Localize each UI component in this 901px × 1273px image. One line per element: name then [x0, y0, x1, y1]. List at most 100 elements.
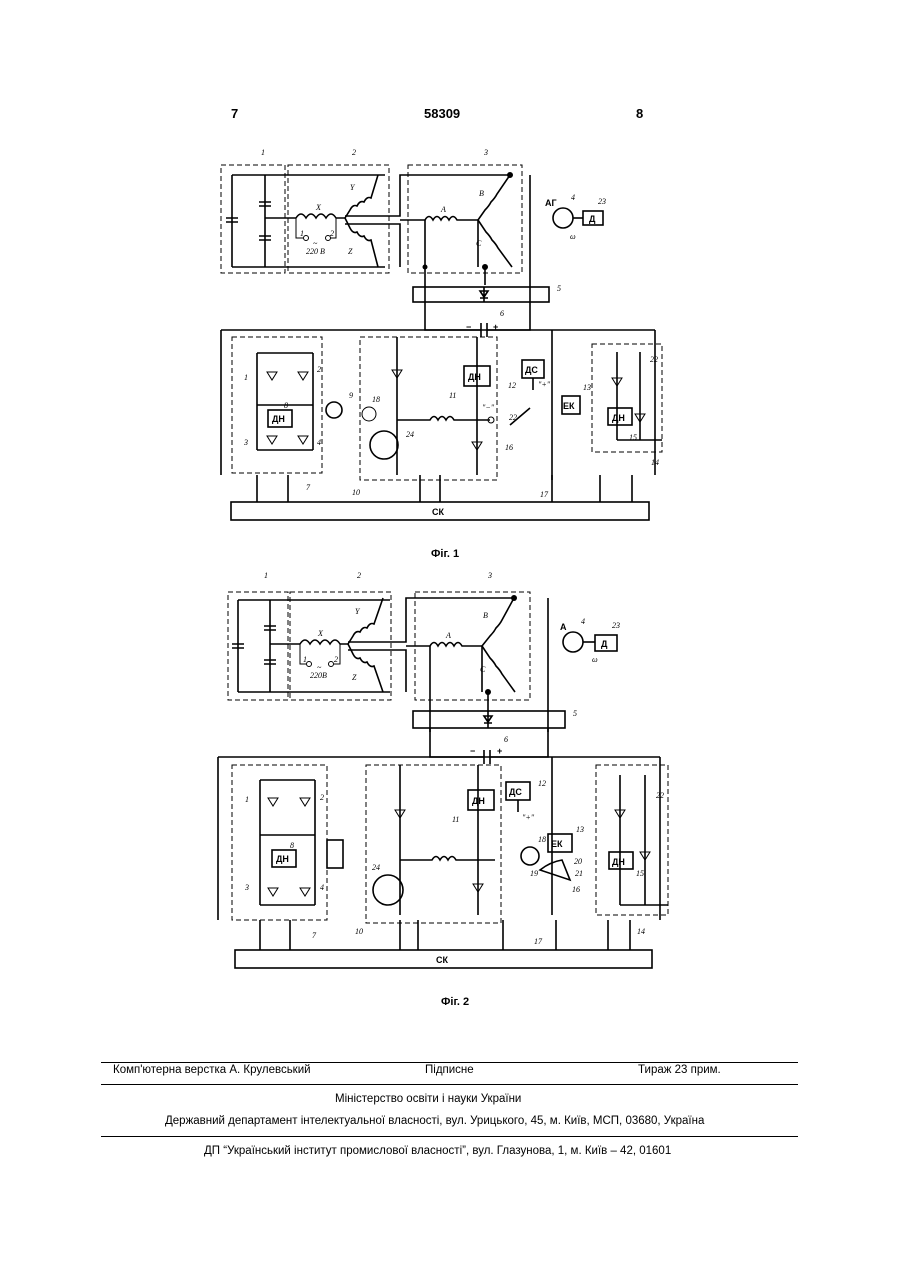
label-8: 8	[284, 401, 288, 410]
label-z: Z	[348, 247, 353, 256]
rectifier-5	[413, 287, 549, 302]
label-12: 12	[508, 381, 516, 390]
dn-label-11: ДН	[472, 796, 485, 806]
label-9: 9	[349, 391, 353, 400]
omega: ω	[592, 655, 598, 664]
d-label: Д	[589, 214, 596, 224]
key-3: 3	[243, 438, 248, 447]
label-12: 12	[538, 779, 546, 788]
label-b: B	[483, 611, 488, 620]
label-10: 10	[352, 488, 360, 497]
label-17: 17	[540, 490, 549, 499]
key-4: 4	[317, 438, 321, 447]
label-22: 22	[656, 791, 664, 800]
label-10: 10	[355, 927, 363, 936]
dn-label-15: ДН	[612, 857, 625, 867]
ag-label: АГ	[545, 198, 557, 208]
label-11: 11	[452, 815, 459, 824]
page-number-right: 8	[636, 106, 643, 121]
ek-label: ЕК	[551, 839, 563, 849]
label-x: X	[317, 629, 324, 638]
label-21: 21	[575, 869, 583, 878]
label-22b: 22	[650, 355, 658, 364]
terminal-2: 2	[330, 229, 334, 238]
key-1: 1	[244, 373, 248, 382]
key-2: 2	[317, 365, 321, 374]
ag-label: А	[560, 622, 567, 632]
label-6: 6	[500, 309, 504, 318]
figure-2-circuit-diagram: 1 2 3 X Y Z A B C 1 2 ~ 220В А 4 ω Д 23 …	[0, 570, 901, 980]
footer-rule-top	[101, 1062, 798, 1063]
label-24: 24	[406, 430, 414, 439]
dn-label-8: ДН	[272, 414, 285, 424]
minus-sign: −	[466, 322, 471, 332]
footer-department: Державний департамент інтелектуальної вл…	[165, 1115, 704, 1127]
figure-2-caption: Фіг. 2	[441, 996, 469, 1008]
label-3: 3	[487, 571, 492, 580]
block-2-transformer	[288, 165, 389, 273]
block-1-capacitors	[221, 165, 285, 273]
label-a: A	[440, 205, 446, 214]
label-a: A	[445, 631, 451, 640]
label-16: 16	[572, 885, 580, 894]
dn-label-15: ДН	[612, 413, 625, 423]
plus-sign: +	[497, 746, 502, 756]
figure-1-caption: Фіг. 1	[431, 548, 459, 560]
label-14: 14	[637, 927, 645, 936]
label-23: 23	[612, 621, 620, 630]
label-2: 2	[357, 571, 361, 580]
label-b: B	[479, 189, 484, 198]
label-y: Y	[355, 607, 361, 616]
label-z: Z	[352, 673, 357, 682]
minus-sign: −	[470, 746, 475, 756]
label-19: 19	[530, 869, 538, 878]
label-16: 16	[505, 443, 513, 452]
dn-label-8: ДН	[276, 854, 289, 864]
label-2: 2	[352, 148, 356, 157]
sk-label: СК	[436, 955, 448, 965]
label-14: 14	[651, 458, 659, 467]
label-24: 24	[372, 863, 380, 872]
page-number-left: 7	[231, 106, 238, 121]
label-23: 23	[598, 197, 606, 206]
sk-label: СК	[432, 507, 444, 517]
label-15: 15	[629, 433, 637, 442]
label-8: 8	[290, 841, 294, 850]
footer-rule-mid	[101, 1084, 798, 1085]
plus-quoted: "+"	[522, 813, 535, 822]
label-1: 1	[261, 148, 265, 157]
minus-quoted: "−"	[482, 403, 495, 412]
footer-layout-credit: Комп'ютерна верстка А. Крулевський	[113, 1064, 311, 1076]
footer-ministry: Міністерство освіти і науки України	[335, 1093, 521, 1105]
label-18: 18	[372, 395, 380, 404]
terminal-1: 1	[300, 229, 304, 238]
label-13: 13	[576, 825, 584, 834]
terminal-1: 1	[303, 655, 307, 664]
key-3: 3	[244, 883, 249, 892]
label-c: C	[480, 665, 486, 674]
label-18: 18	[538, 835, 546, 844]
d-label: Д	[601, 639, 608, 649]
figure-1-circuit-diagram: 1 2 3 X Y Z A B C 1 2 ~ 220 В АГ 4 ω Д 2…	[0, 140, 901, 540]
plus-quoted: "+"	[538, 380, 551, 389]
terminal-2: 2	[334, 655, 338, 664]
label-7: 7	[312, 931, 317, 940]
ds-label: ДС	[509, 787, 522, 797]
label-x: X	[315, 203, 322, 212]
voltage-label: 220В	[310, 671, 327, 680]
footer-institute: ДП “Український інститут промислової вла…	[204, 1145, 671, 1157]
patent-number: 58309	[424, 106, 460, 121]
dn-label-11: ДН	[468, 372, 481, 382]
voltage-label: 220 В	[306, 247, 325, 256]
label-7: 7	[306, 483, 311, 492]
label-c: C	[476, 239, 482, 248]
label-13: 13	[583, 383, 591, 392]
plus-sign: +	[493, 322, 498, 332]
label-y: Y	[350, 183, 356, 192]
label-6: 6	[504, 735, 508, 744]
label-17: 17	[534, 937, 543, 946]
label-4: 4	[581, 617, 585, 626]
key-1: 1	[245, 795, 249, 804]
label-20: 20	[574, 857, 582, 866]
ek-label: ЕК	[563, 401, 575, 411]
